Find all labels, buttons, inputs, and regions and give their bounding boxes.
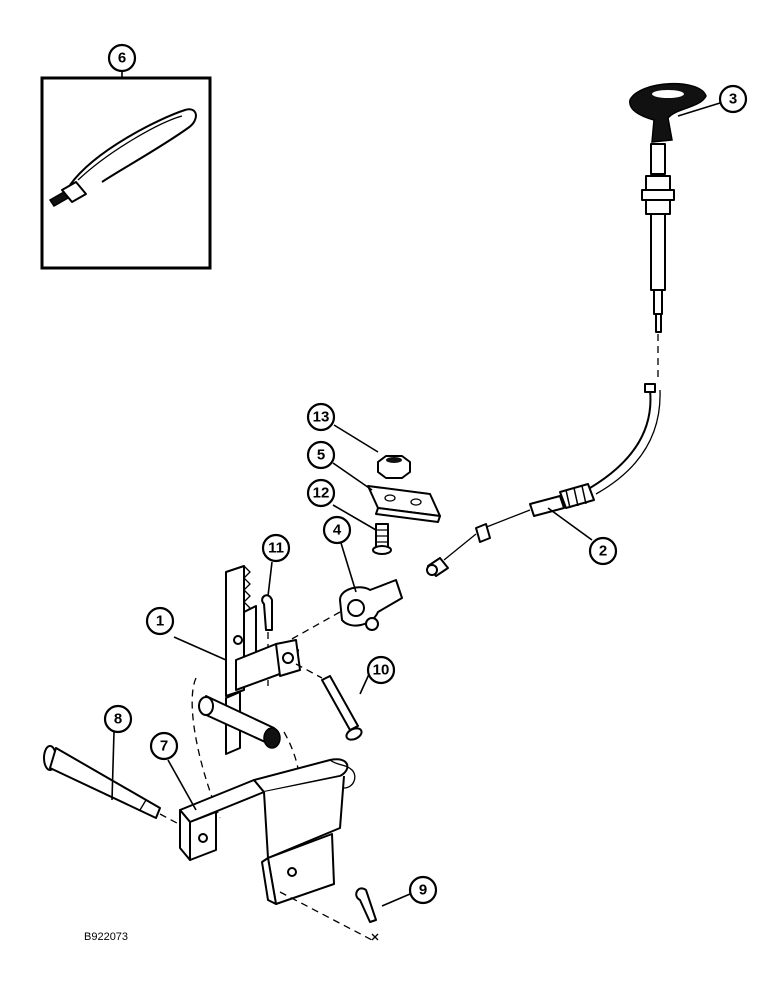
pin-part-8: [43, 745, 191, 831]
callout-4: 4: [322, 515, 352, 545]
plate-part-5: [367, 485, 441, 523]
base-bracket-part-7: [179, 758, 373, 941]
callout-12-label: 12: [313, 485, 330, 502]
cotter-pin-part-9: [355, 887, 379, 941]
callout-5: 5: [306, 440, 336, 470]
callout-9-label: 9: [419, 882, 427, 899]
callout-2-label: 2: [599, 543, 607, 560]
callout-1: 1: [145, 606, 175, 636]
callout-12: 12: [306, 478, 336, 508]
callout-10: 10: [366, 655, 396, 685]
callout-3-label: 3: [729, 91, 737, 108]
callout-1-label: 1: [156, 613, 164, 630]
leader-lines: [111, 70, 721, 907]
callout-10-label: 10: [373, 662, 390, 679]
clevis-pin-part-10: [295, 663, 363, 741]
callout-7-label: 7: [160, 738, 168, 755]
callout-11: 11: [261, 533, 291, 563]
callout-3: 3: [718, 84, 748, 114]
callout-13: 13: [306, 402, 336, 432]
callout-6-label: 6: [118, 50, 126, 67]
throttle-cable-part-2: [426, 143, 675, 577]
callout-2: 2: [588, 536, 618, 566]
callout-9: 9: [408, 875, 438, 905]
cable-tie-drawing: [48, 108, 197, 207]
callout-5-label: 5: [317, 447, 325, 464]
screw-part-12: [372, 523, 392, 555]
callout-13-label: 13: [313, 409, 330, 426]
lever-bracket-part-1: [191, 565, 301, 819]
inset-box-part-6: [40, 76, 212, 270]
clevis-part-4: [289, 579, 403, 641]
callout-8: 8: [103, 704, 133, 734]
callout-7: 7: [149, 731, 179, 761]
figure-id: B922073: [84, 931, 128, 943]
nut-part-13: [377, 455, 411, 479]
callout-4-label: 4: [333, 522, 342, 539]
knob-part-3: [629, 82, 707, 143]
callout-8-label: 8: [114, 711, 122, 728]
callout-6: 6: [107, 43, 137, 73]
callout-11-label: 11: [268, 540, 284, 557]
